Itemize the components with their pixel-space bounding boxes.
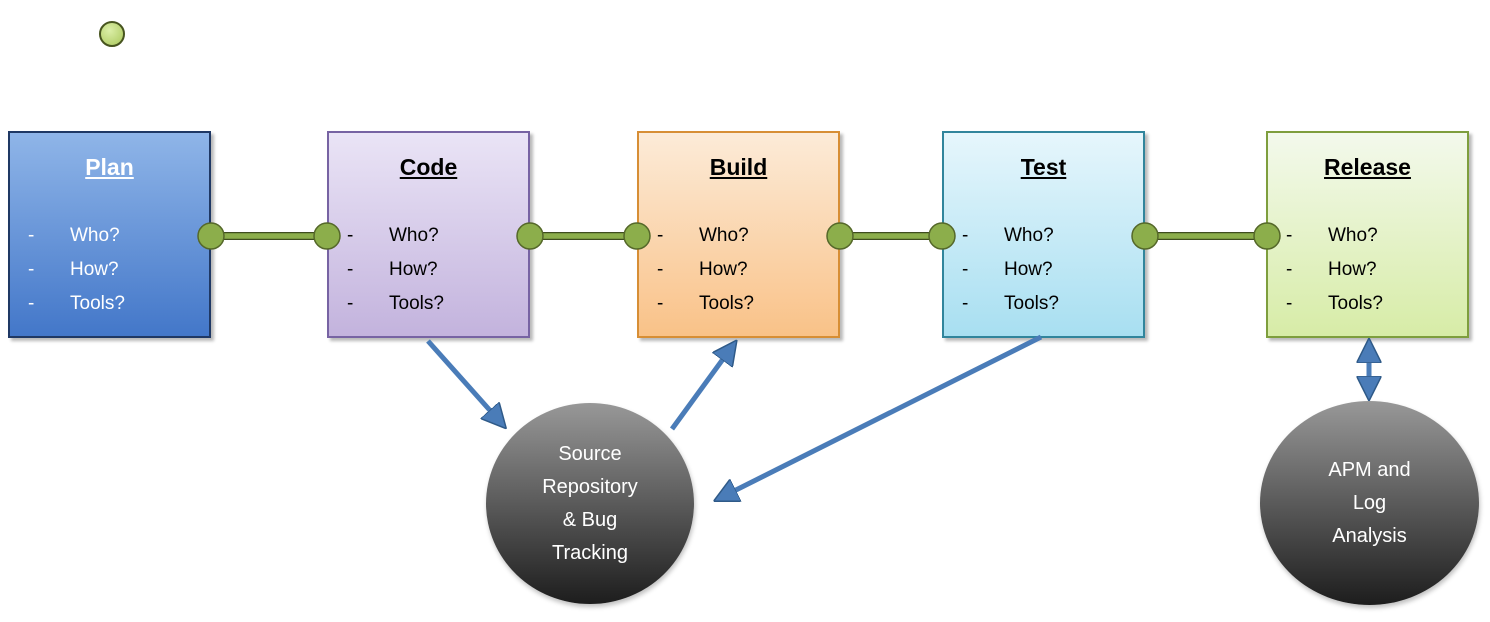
stage-title: Test (1020, 154, 1067, 180)
bullet-item: - How? (1286, 259, 1467, 281)
node-apm-log-analysis: APM and Log Analysis (1260, 401, 1479, 605)
node-text-line: Repository (542, 475, 638, 498)
stage-bullet-list: - Who? - How? - Tools? (10, 225, 209, 315)
bullet-text: Tools? (389, 293, 444, 314)
stage-bullet-list: - Who? - How? - Tools? (329, 225, 528, 315)
bullet-text: Who? (1004, 225, 1054, 246)
bullet-text: Who? (389, 225, 439, 246)
stage-box-code: Code - Who? - How? - Tools? (327, 131, 530, 338)
bullet-text: Tools? (1004, 293, 1059, 314)
bullet-dash: - (1286, 259, 1293, 280)
bullet-dash: - (28, 293, 35, 314)
bullet-dash: - (347, 225, 354, 246)
stage-title: Build (709, 154, 768, 180)
bullet-item: - Tools? (347, 293, 528, 315)
bullet-text: How? (1328, 259, 1377, 280)
bullet-item: - Who? (657, 225, 838, 247)
bullet-dash: - (347, 259, 354, 280)
node-text-line: APM and (1328, 458, 1411, 481)
bullet-dash: - (657, 259, 664, 280)
stage-box-test: Test - Who? - How? - Tools? (942, 131, 1145, 338)
node-text-line: & Bug (562, 508, 618, 531)
bullet-dash: - (28, 259, 35, 280)
bullet-item: - How? (28, 259, 209, 281)
bullet-dash: - (28, 225, 35, 246)
bullet-text: How? (389, 259, 438, 280)
stage-bullet-list: - Who? - How? - Tools? (944, 225, 1143, 315)
bullet-text: Who? (1328, 225, 1378, 246)
node-text-line: Tracking (552, 541, 628, 564)
bullet-text: How? (70, 259, 119, 280)
node-text-line: Log (1352, 491, 1387, 514)
bullet-item: - Tools? (28, 293, 209, 315)
bullet-dash: - (657, 225, 664, 246)
node-text-line: Analysis (1332, 524, 1407, 547)
bullet-text: Tools? (699, 293, 754, 314)
stage-box-plan: Plan - Who? - How? - Tools? (8, 131, 211, 338)
bullet-dash: - (962, 259, 969, 280)
node-source-repository: Source Repository & Bug Tracking (486, 403, 694, 604)
arrow-source-to-build (669, 344, 734, 431)
bullet-item: - Who? (347, 225, 528, 247)
arrow-test-to-source (718, 334, 1043, 499)
stage-box-build: Build - Who? - How? - Tools? (637, 131, 840, 338)
bullet-item: - Who? (962, 225, 1143, 247)
bullet-dash: - (962, 225, 969, 246)
bullet-item: - How? (657, 259, 838, 281)
bullet-dash: - (1286, 225, 1293, 246)
stage-box-release: Release - Who? - How? - Tools? (1266, 131, 1469, 338)
bullet-item: - Tools? (657, 293, 838, 315)
bullet-text: How? (699, 259, 748, 280)
bullet-text: Tools? (1328, 293, 1383, 314)
bullet-dash: - (347, 293, 354, 314)
bullet-item: - Tools? (962, 293, 1143, 315)
stage-bullet-list: - Who? - How? - Tools? (1268, 225, 1467, 315)
arrow-code-to-source (426, 339, 503, 425)
bullet-text: Who? (70, 225, 120, 246)
bullet-text: Who? (699, 225, 749, 246)
stage-bullet-list: - Who? - How? - Tools? (639, 225, 838, 315)
bullet-item: - How? (962, 259, 1143, 281)
bullet-item: - How? (347, 259, 528, 281)
bullet-item: - Tools? (1286, 293, 1467, 315)
bullet-dash: - (962, 293, 969, 314)
bullet-dash: - (657, 293, 664, 314)
bullet-item: - Who? (28, 225, 209, 247)
bullet-text: How? (1004, 259, 1053, 280)
stage-title: Release (1324, 154, 1411, 180)
bullet-text: Tools? (70, 293, 125, 314)
node-text-line: Source (558, 442, 622, 465)
bullet-dash: - (1286, 293, 1293, 314)
stage-title: Code (399, 154, 458, 180)
green-dot (99, 21, 125, 47)
stage-title: Plan (85, 154, 134, 180)
bullet-item: - Who? (1286, 225, 1467, 247)
